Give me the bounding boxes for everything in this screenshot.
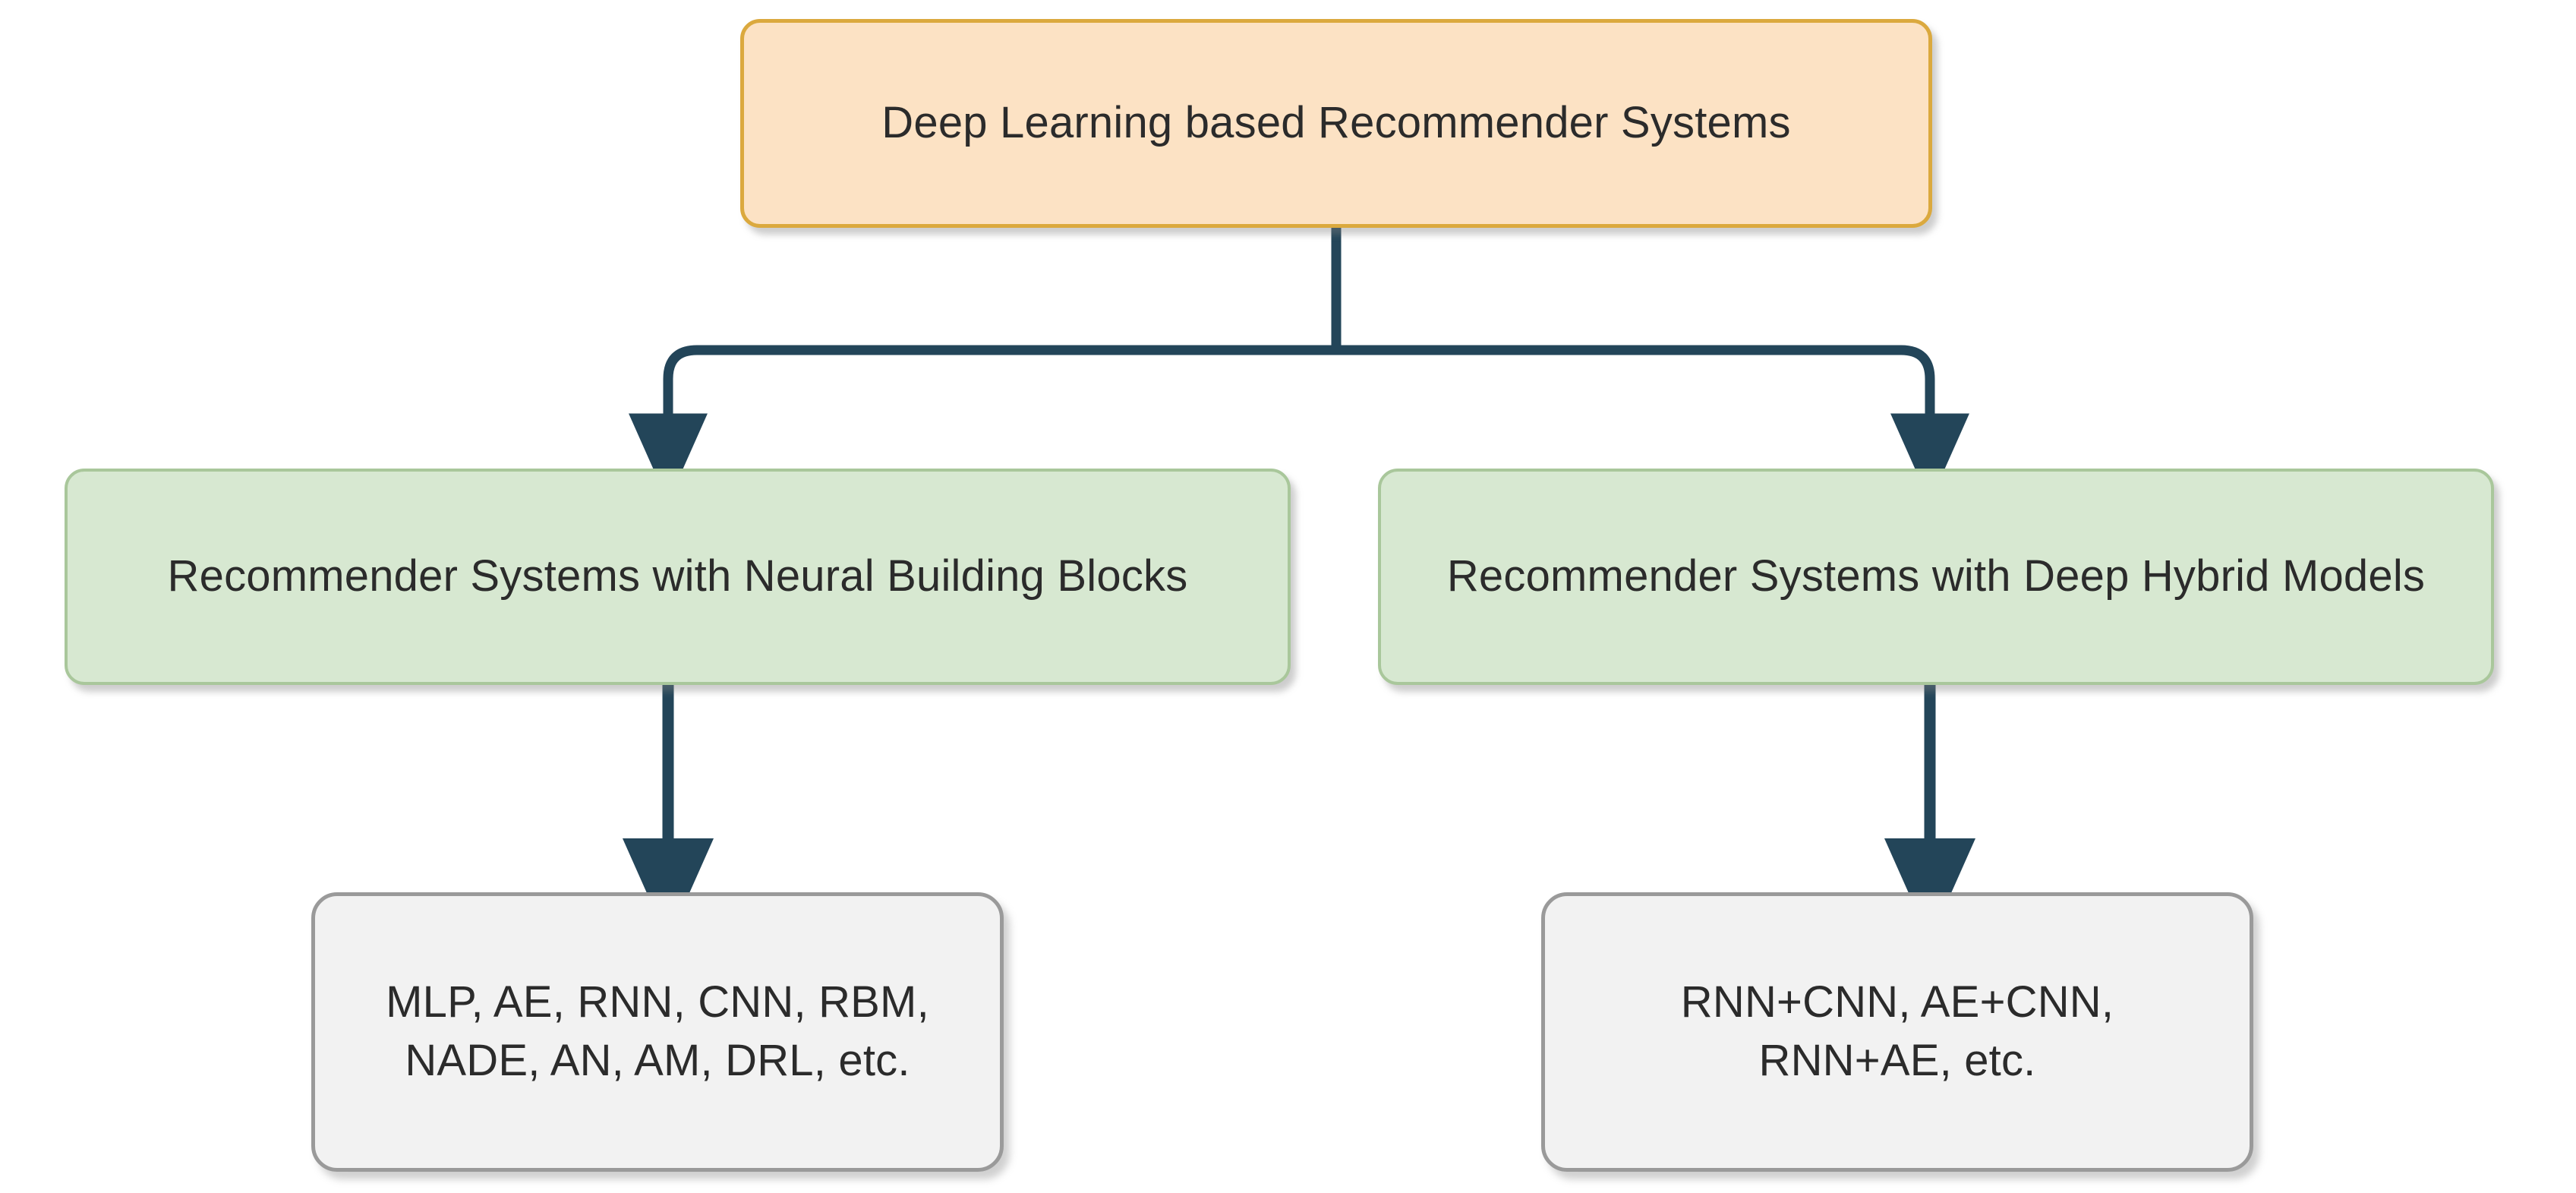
- node-branch-right-label: Recommender Systems with Deep Hybrid Mod…: [1446, 551, 2426, 601]
- node-neural-building-block-models[interactable]: MLP, AE, RNN, CNN, RBM, NADE, AN, AM, DR…: [311, 892, 1004, 1172]
- node-root-label: Deep Learning based Recommender Systems: [881, 98, 1791, 148]
- node-recommender-systems-with-deep-hybrid-models[interactable]: Recommender Systems with Deep Hybrid Mod…: [1378, 469, 2494, 685]
- node-deep-learning-based-recommender-systems[interactable]: Deep Learning based Recommender Systems: [740, 19, 1932, 228]
- node-recommender-systems-with-neural-building-blocks[interactable]: Recommender Systems with Neural Building…: [65, 469, 1291, 685]
- edge-root-to-deep-hybrid-models: [1336, 345, 1969, 503]
- edge-root-to-neural-building-blocks: [629, 345, 1336, 503]
- node-leaf-left-label: MLP, AE, RNN, CNN, RBM, NADE, AN, AM, DR…: [386, 977, 929, 1085]
- node-leaf-right-label: RNN+CNN, AE+CNN, RNN+AE, etc.: [1680, 977, 2114, 1085]
- node-branch-left-label: Recommender Systems with Neural Building…: [167, 551, 1188, 601]
- node-deep-hybrid-models-list[interactable]: RNN+CNN, AE+CNN, RNN+AE, etc.: [1541, 892, 2253, 1172]
